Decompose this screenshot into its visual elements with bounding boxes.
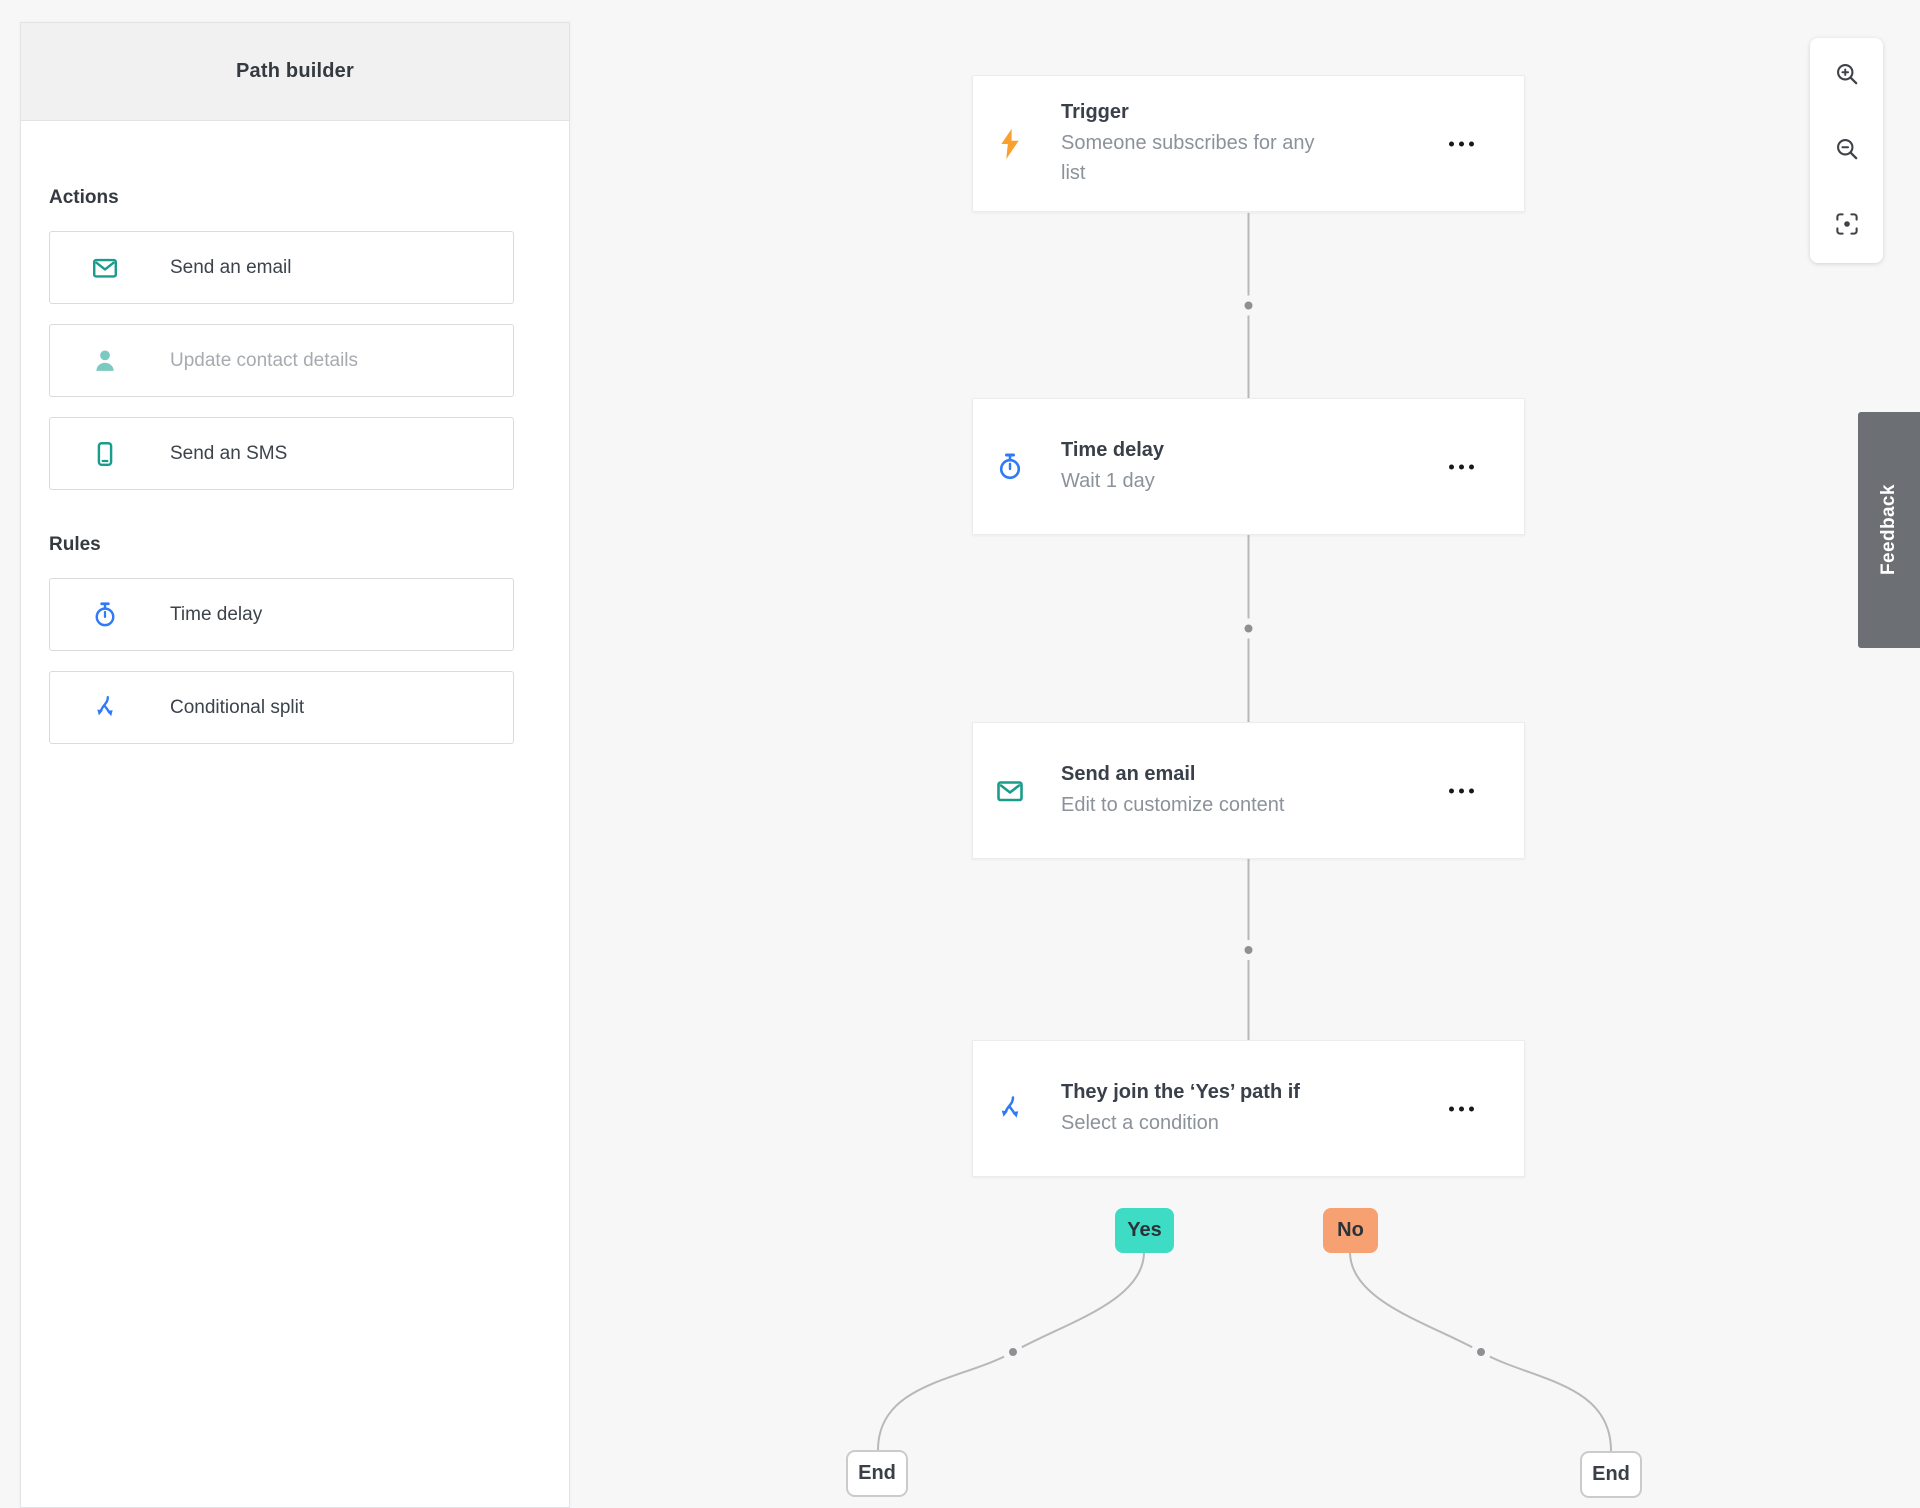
palette-item-label: Send an email: [170, 256, 292, 278]
zoom-out-icon: [1833, 135, 1861, 166]
lightning-icon: [993, 127, 1027, 161]
fit-to-screen-button[interactable]: [1810, 188, 1883, 263]
yes-path-badge: Yes: [1115, 1208, 1174, 1253]
node-trigger[interactable]: Trigger Someone subscribes for any list: [972, 75, 1525, 212]
palette-item-label: Update contact details: [170, 349, 359, 371]
path-builder-header: Path builder: [21, 23, 569, 121]
node-text: Send an email Edit to customize content: [1061, 761, 1284, 820]
connector-dot[interactable]: [1238, 295, 1259, 316]
node-title: Time delay: [1061, 439, 1165, 461]
end-node-no: End: [1580, 1451, 1642, 1498]
node-menu-button[interactable]: [1441, 780, 1482, 801]
split-icon: [90, 693, 120, 723]
stopwatch-icon: [993, 451, 1027, 483]
palette-item-send-email[interactable]: Send an email: [49, 231, 514, 304]
node-subtitle: Someone subscribes for any list: [1061, 132, 1315, 184]
palette-item-update-contact-details[interactable]: Update contact details: [49, 324, 514, 397]
zoom-out-button[interactable]: [1810, 113, 1883, 188]
stopwatch-icon: [90, 600, 120, 630]
node-text: Time delay Wait 1 day: [1061, 437, 1164, 496]
node-title: Trigger: [1061, 101, 1129, 123]
section-label-actions: Actions: [49, 187, 119, 208]
email-icon: [90, 253, 120, 283]
email-icon: [993, 775, 1027, 807]
palette-item-label: Send an SMS: [170, 442, 288, 464]
feedback-tab[interactable]: Feedback: [1858, 412, 1920, 648]
path-builder-body: Actions Send an email Update contact det…: [21, 121, 569, 744]
node-text: Trigger Someone subscribes for any list: [1061, 99, 1333, 188]
palette-item-label: Conditional split: [170, 696, 305, 718]
zoom-in-icon: [1833, 60, 1861, 91]
node-subtitle: Wait 1 day: [1061, 470, 1155, 492]
zoom-controls: [1810, 38, 1883, 263]
path-builder-panel: Path builder Actions Send an email Updat…: [20, 22, 570, 1508]
node-text: They join the ‘Yes’ path if Select a con…: [1061, 1079, 1300, 1138]
connector-dot[interactable]: [1003, 1342, 1023, 1362]
node-menu-button[interactable]: [1441, 456, 1482, 477]
no-path-badge: No: [1323, 1208, 1378, 1253]
split-icon: [993, 1093, 1027, 1125]
node-subtitle: Edit to customize content: [1061, 794, 1285, 816]
node-time-delay[interactable]: Time delay Wait 1 day: [972, 398, 1525, 535]
node-send-email[interactable]: Send an email Edit to customize content: [972, 722, 1525, 859]
node-subtitle: Select a condition: [1061, 1112, 1219, 1134]
connector-dot[interactable]: [1471, 1342, 1491, 1362]
phone-icon: [90, 439, 120, 469]
node-title: They join the ‘Yes’ path if: [1061, 1081, 1300, 1103]
fit-to-screen-icon: [1833, 210, 1861, 241]
node-conditional-split[interactable]: They join the ‘Yes’ path if Select a con…: [972, 1040, 1525, 1177]
zoom-in-button[interactable]: [1810, 38, 1883, 113]
palette-item-time-delay[interactable]: Time delay: [49, 578, 514, 651]
panel-title: Path builder: [236, 60, 354, 82]
person-icon: [90, 346, 120, 376]
end-node-yes: End: [846, 1450, 908, 1497]
node-menu-button[interactable]: [1441, 1098, 1482, 1119]
palette-item-send-sms[interactable]: Send an SMS: [49, 417, 514, 490]
section-label-rules: Rules: [49, 534, 101, 555]
palette-item-label: Time delay: [170, 603, 263, 625]
node-menu-button[interactable]: [1441, 133, 1482, 154]
connector-dot[interactable]: [1238, 940, 1259, 960]
connector-dot[interactable]: [1238, 618, 1259, 639]
palette-item-conditional-split[interactable]: Conditional split: [49, 671, 514, 744]
node-title: Send an email: [1061, 763, 1196, 785]
